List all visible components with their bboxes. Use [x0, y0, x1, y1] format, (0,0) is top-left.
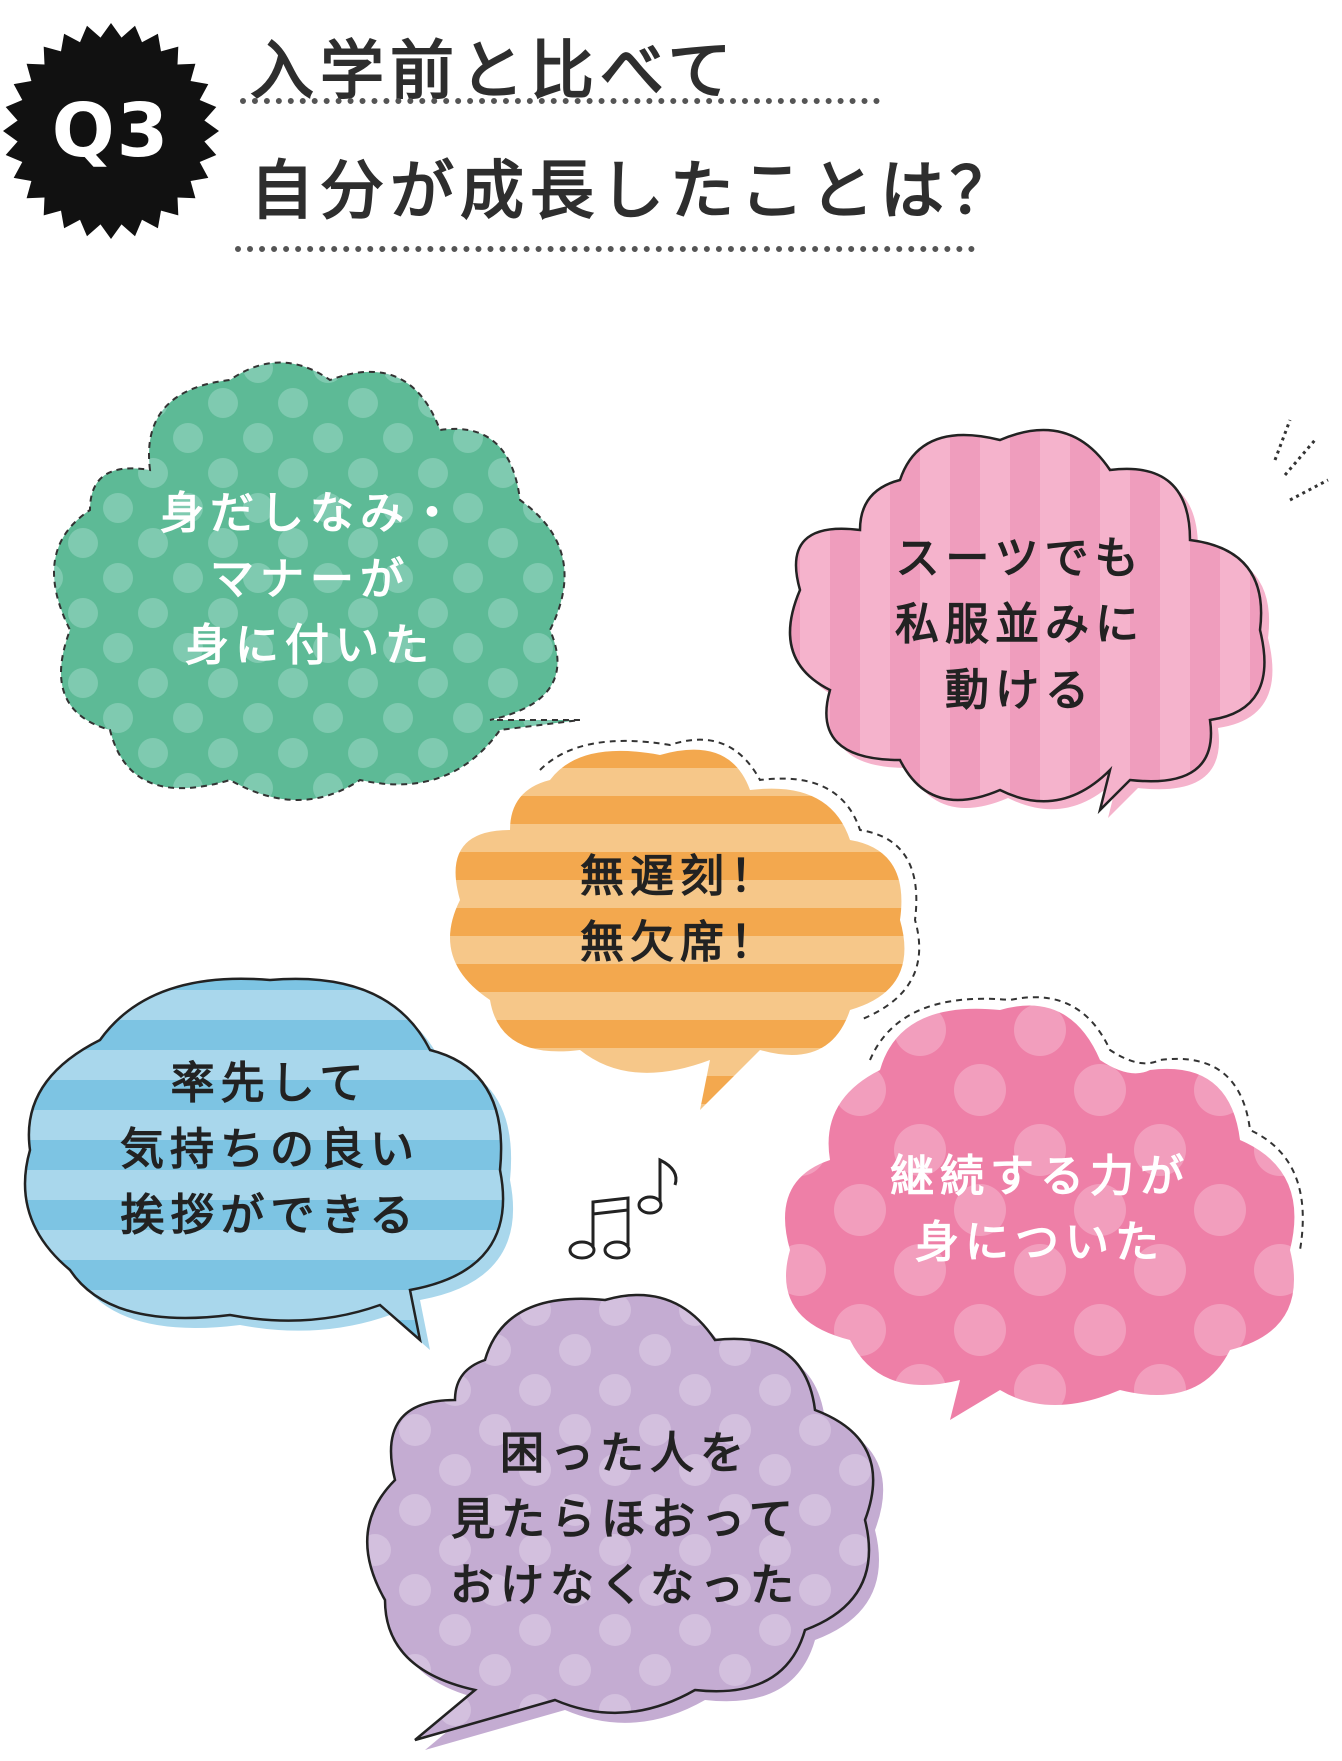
- orange-cloud-shape: [450, 738, 921, 1110]
- pink-dots-line-2: 身についた: [915, 1217, 1165, 1268]
- purple-line-2: 見たらほおって: [451, 1494, 799, 1545]
- pink-striped-text: スーツでも 私服並みに 動ける: [860, 510, 1180, 740]
- badge-label: Q3: [51, 88, 171, 174]
- green-text: 身だしなみ・ マナーが 身に付いた: [120, 450, 500, 710]
- title-line-2: 自分が成長したことは？: [250, 155, 1020, 229]
- bubble-orange: 無遅刻！ 無欠席！: [430, 738, 930, 1120]
- orange-line-1: 無遅刻！: [580, 851, 780, 902]
- bubble-blue: 率先して 気持ちの良い 挨拶ができる: [10, 960, 530, 1370]
- blue-line-3: 挨拶ができる: [120, 1190, 420, 1241]
- starburst-badge-icon: [3, 23, 219, 239]
- purple-text: 困った人を 見たらほおって おけなくなった: [425, 1380, 825, 1660]
- purple-line-3: おけなくなった: [450, 1560, 800, 1611]
- purple-line-1: 困った人を: [500, 1428, 750, 1479]
- bubble-pink-striped: スーツでも 私服並みに 動ける: [770, 420, 1280, 830]
- pink-dots-text: 継続する力が 身についた: [850, 1110, 1230, 1310]
- title-divider-2: [235, 246, 975, 252]
- blue-line-2: 気持ちの良い: [120, 1124, 420, 1175]
- orange-text: 無遅刻！ 無欠席！: [510, 810, 850, 1010]
- blue-cloud-shape: [23, 977, 514, 1350]
- pink-dots-line-1: 継続する力が: [890, 1151, 1190, 1202]
- title-divider-1: [240, 98, 880, 104]
- sparkle-lines-icon: [1273, 419, 1329, 502]
- bubble-purple: 困った人を 見たらほおって おけなくなった: [355, 1290, 895, 1750]
- green-line-3: 身に付いた: [185, 620, 435, 671]
- purple-cloud-shape: [366, 1293, 884, 1750]
- blue-line-1: 率先して: [170, 1058, 370, 1109]
- green-cloud-shape: [53, 361, 581, 801]
- pink-striped-line-2: 私服並みに: [895, 599, 1145, 650]
- blue-text: 率先して 気持ちの良い 挨拶ができる: [90, 1020, 450, 1280]
- pink-striped-line-3: 動ける: [945, 665, 1095, 716]
- bubble-green: 身だしなみ・ マナーが 身に付いた: [30, 350, 590, 810]
- bubble-pink-dots: 継続する力が 身についた: [770, 996, 1310, 1440]
- q3-badge: Q3: [0, 20, 222, 242]
- green-line-2: マナーが: [210, 554, 410, 605]
- pink-dots-cloud-shape: [785, 996, 1304, 1420]
- music-notes-icon: [568, 1157, 678, 1260]
- orange-line-2: 無欠席！: [580, 917, 780, 968]
- pink-striped-cloud-shape: [788, 428, 1273, 818]
- pink-striped-line-1: スーツでも: [895, 533, 1145, 584]
- title-line-1: 入学前と比べて: [250, 35, 738, 109]
- green-line-1: 身だしなみ・: [160, 488, 460, 539]
